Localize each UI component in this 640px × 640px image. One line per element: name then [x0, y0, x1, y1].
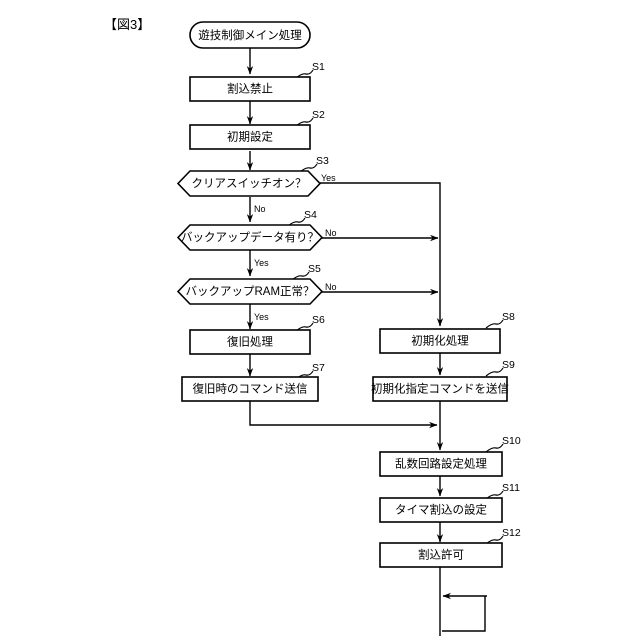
leader-s10 — [485, 443, 504, 453]
node-s12-shape — [379, 542, 503, 568]
step-label-s12: S12 — [502, 527, 521, 539]
step-label-s11: S11 — [502, 482, 520, 494]
node-s10-label: 乱数回路設定処理 — [395, 457, 487, 471]
step-label-s6: S6 — [312, 314, 325, 326]
node-s4[interactable]: バックアップデータ有り？ — [176, 224, 324, 251]
node-s1[interactable]: 割込禁止 — [189, 76, 311, 102]
node-s7-label: 復旧時のコマンド送信 — [193, 382, 308, 396]
node-s2[interactable]: 初期設定 — [189, 124, 311, 150]
leader-s4 — [287, 217, 306, 227]
step-label-s1: S1 — [312, 61, 325, 73]
node-s5-shape — [176, 278, 324, 305]
node-s7[interactable]: 復旧時のコマンド送信 — [181, 376, 319, 402]
node-s10[interactable]: 乱数回路設定処理 — [379, 451, 503, 477]
node-s2-label: 初期設定 — [227, 130, 273, 144]
node-s12[interactable]: 割込許可 — [379, 542, 503, 568]
node-s1-shape — [189, 76, 311, 102]
step-label-s5: S5 — [308, 263, 321, 275]
leader-s11 — [485, 490, 504, 500]
node-s6-shape — [189, 329, 311, 355]
node-s9-label: 初期化指定コマンドを送信 — [371, 382, 509, 396]
node-s5-label: バックアップRAM正常？ — [185, 285, 314, 298]
node-s5[interactable]: バックアップRAM正常？ — [176, 278, 324, 305]
node-s10-shape — [379, 451, 503, 477]
connector-loop-back-path — [442, 596, 486, 632]
branch-label-s5-yes: Yes — [254, 312, 269, 322]
branch-label-s5-no: No — [325, 282, 337, 292]
node-start-label: 遊技制御メイン処理 — [198, 28, 302, 42]
node-s8-shape — [379, 328, 501, 354]
node-s9[interactable]: 初期化指定コマンドを送信 — [371, 376, 509, 402]
node-s3-label: クリアスイッチオン？ — [192, 177, 307, 190]
branch-label-s3-yes: Yes — [321, 173, 336, 183]
branch-label-s3-no: No — [254, 204, 266, 214]
leader-s6 — [295, 322, 314, 332]
leader-s1 — [295, 69, 314, 79]
node-s7-shape — [181, 376, 319, 402]
connectors — [246, 48, 487, 636]
step-label-s3: S3 — [316, 155, 329, 167]
node-s11-label: タイマ割込の設定 — [395, 503, 487, 517]
step-label-s9: S9 — [502, 359, 515, 371]
leader-s2 — [295, 117, 314, 127]
node-s11-shape — [379, 497, 503, 523]
node-s1-label: 割込禁止 — [227, 82, 273, 96]
node-s12-label: 割込許可 — [418, 548, 464, 562]
node-s4-shape — [176, 224, 324, 251]
branch-label-s4-no: No — [325, 228, 337, 238]
step-leaders — [287, 69, 504, 545]
connector-s3-yes-to-s8 — [320, 182, 444, 327]
step-label-s8: S8 — [502, 311, 515, 323]
node-s8[interactable]: 初期化処理 — [379, 328, 501, 354]
step-label-s4: S4 — [304, 209, 317, 221]
leader-s8 — [485, 319, 504, 329]
branch-label-s4-yes: Yes — [254, 258, 269, 268]
node-s11[interactable]: タイマ割込の設定 — [379, 497, 503, 523]
step-label-s2: S2 — [312, 109, 325, 121]
node-s2-shape — [189, 124, 311, 150]
step-label-s7: S7 — [312, 362, 325, 374]
node-s9-shape — [372, 376, 508, 402]
leader-s12 — [485, 535, 504, 545]
node-s6-label: 復旧処理 — [227, 335, 273, 349]
step-label-s10: S10 — [502, 435, 521, 447]
leader-s5 — [291, 271, 310, 281]
node-s6[interactable]: 復旧処理 — [189, 329, 311, 355]
node-s3-shape — [176, 170, 322, 197]
leader-s3 — [299, 163, 318, 173]
node-s4-label: バックアップデータ有り？ — [181, 230, 319, 244]
figure-number-label: 【図3】 — [104, 17, 151, 32]
node-s8-label: 初期化処理 — [411, 334, 469, 348]
node-start-shape — [189, 21, 311, 49]
node-start[interactable]: 遊技制御メイン処理 — [189, 21, 311, 49]
connector-s7-to-merge — [249, 401, 438, 429]
node-s3[interactable]: クリアスイッチオン？ — [176, 170, 322, 197]
leader-s9 — [485, 367, 504, 377]
